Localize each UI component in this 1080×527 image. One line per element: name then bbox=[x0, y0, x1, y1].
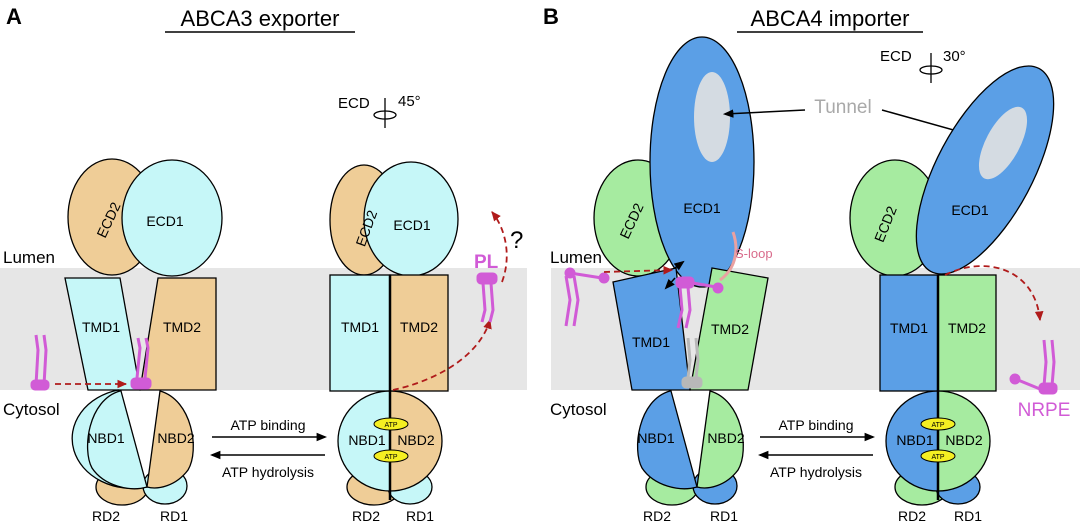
lipid-exported-a bbox=[476, 272, 498, 323]
lipid-grey-b bbox=[681, 337, 703, 389]
tunnel-cavity bbox=[978, 106, 1028, 180]
rd2-label: RD2 bbox=[643, 508, 671, 524]
panel-b-left-state: ECD2 ECD1 TMD1 TMD2 NBD1 NBD2 RD2 RD1 S-… bbox=[564, 36, 773, 524]
release-arrow-b bbox=[944, 265, 1044, 322]
lipid-bound-b bbox=[675, 276, 724, 329]
panel-b: B ABCA4 importer Lumen Cytosol ECD2 ECD1… bbox=[543, 4, 1080, 524]
panel-a-right-state: ECD2 ECD1 TMD1 TMD2 ATP ATP NBD1 NBD2 RD… bbox=[329, 161, 523, 524]
ecd1-label: ECD1 bbox=[393, 217, 431, 233]
tmd2-label: TMD2 bbox=[711, 321, 749, 337]
ecd1-label: ECD1 bbox=[146, 213, 184, 229]
atp-label: ATP bbox=[384, 454, 397, 461]
nbd2-label: NBD2 bbox=[945, 432, 983, 448]
panel-b-right-state: ECD2 ECD1 TMD1 TMD2 ATP ATP NBD1 NBD2 RD… bbox=[849, 65, 1071, 524]
atp-label: ATP bbox=[384, 422, 397, 429]
nbd1-label: NBD1 bbox=[87, 430, 125, 446]
atp-binding-label: ATP binding bbox=[231, 417, 306, 433]
nbd1-domain bbox=[636, 390, 698, 490]
entry-arrow-b bbox=[603, 265, 674, 275]
tmd1-label: TMD1 bbox=[82, 319, 120, 335]
ecd1-label: ECD1 bbox=[951, 202, 989, 218]
tmd2-label: TMD2 bbox=[400, 319, 438, 335]
nbd2-domain bbox=[146, 390, 194, 489]
lipid-released-b bbox=[1009, 339, 1058, 395]
rd2-label: RD2 bbox=[92, 508, 120, 524]
panel-a-title: ABCA3 exporter bbox=[181, 6, 340, 31]
sloop bbox=[719, 231, 738, 282]
tunnel-label: Tunnel bbox=[814, 97, 871, 118]
export-arrow-a bbox=[392, 318, 492, 391]
nrpe-label: NRPE bbox=[1018, 400, 1071, 421]
rd2-label: RD2 bbox=[898, 508, 926, 524]
tmd1-label: TMD1 bbox=[341, 319, 379, 335]
atp-molecule bbox=[920, 417, 956, 431]
nbd1-domain bbox=[885, 390, 939, 492]
sloop-label: S-loop bbox=[735, 246, 773, 261]
nbd1-fill bbox=[86, 390, 148, 490]
nbd2-label: NBD2 bbox=[397, 432, 435, 448]
lipid-luminal-b bbox=[564, 267, 610, 327]
panel-a: A ABCA3 exporter Lumen Cytosol ECD2 ECD1… bbox=[0, 4, 527, 524]
ecd1-domain bbox=[121, 159, 223, 277]
nbd2-label: NBD2 bbox=[707, 430, 745, 446]
lipid-bound-a bbox=[130, 337, 152, 390]
panel-a-lumen-label: Lumen bbox=[3, 248, 55, 267]
tunnel-cavity bbox=[694, 72, 730, 162]
nbd1-domain bbox=[337, 390, 391, 492]
panel-b-title: ABCA4 importer bbox=[751, 6, 910, 31]
tmd2-label: TMD2 bbox=[948, 320, 986, 336]
lipid-cytosolic-a bbox=[30, 334, 50, 391]
gate-arrows bbox=[664, 260, 685, 290]
tmd1-label: TMD1 bbox=[632, 334, 670, 350]
release-question-mark: ? bbox=[510, 227, 523, 254]
tmd1-label: TMD1 bbox=[890, 320, 928, 336]
nbd1-label: NBD1 bbox=[896, 432, 934, 448]
panel-a-transition: ATP binding ATP hydrolysis bbox=[209, 417, 328, 480]
atp-hydrolysis-label: ATP hydrolysis bbox=[222, 464, 314, 480]
atp-label: ATP bbox=[931, 422, 944, 429]
atp-hydrolysis-label: ATP hydrolysis bbox=[770, 464, 862, 480]
rd1-label: RD1 bbox=[406, 508, 434, 524]
panel-b-letter: B bbox=[543, 4, 559, 29]
atp-label: ATP bbox=[931, 454, 944, 461]
atp-binding-label: ATP binding bbox=[779, 417, 854, 433]
panel-b-cytosol-label: Cytosol bbox=[550, 400, 607, 419]
tmd2-domain bbox=[389, 274, 449, 392]
nbd2-domain bbox=[696, 390, 744, 489]
rd1-label: RD1 bbox=[160, 508, 188, 524]
tmd2-label: TMD2 bbox=[163, 319, 201, 335]
rotation-ecd-label: ECD bbox=[338, 95, 370, 112]
tunnel-pointer-left bbox=[722, 109, 806, 118]
tmd1-domain bbox=[879, 274, 939, 392]
rotation-indicator-a: ECD 45° bbox=[338, 93, 421, 128]
nbd1-label: NBD1 bbox=[348, 432, 386, 448]
nbd2-domain bbox=[389, 390, 443, 492]
nbd2-domain bbox=[937, 390, 991, 492]
ecd1-label: ECD1 bbox=[683, 200, 721, 216]
atp-molecule bbox=[373, 449, 409, 463]
tmd2-domain bbox=[937, 274, 997, 392]
atp-molecule bbox=[373, 417, 409, 431]
pl-label: PL bbox=[474, 252, 499, 273]
rotation-angle-label: 45° bbox=[398, 93, 421, 110]
panel-a-left-state: ECD2 ECD1 TMD1 TMD2 NBD1 NBD2 RD2 RD1 bbox=[30, 158, 223, 524]
panel-b-transition: ATP binding ATP hydrolysis bbox=[757, 417, 876, 480]
rotation-ecd-label: ECD bbox=[880, 48, 912, 65]
nbd1-label: NBD1 bbox=[637, 430, 675, 446]
tmd2-domain bbox=[139, 277, 217, 391]
panel-a-letter: A bbox=[6, 4, 22, 29]
panel-b-lumen-label: Lumen bbox=[550, 248, 602, 267]
rd2-label: RD2 bbox=[352, 508, 380, 524]
panel-a-cytosol-label: Cytosol bbox=[3, 400, 60, 419]
atp-molecule bbox=[920, 449, 956, 463]
rd1-label: RD1 bbox=[954, 508, 982, 524]
rotation-angle-label: 30° bbox=[943, 48, 966, 65]
rd1-label: RD1 bbox=[710, 508, 738, 524]
rotation-indicator-b: ECD 30° bbox=[880, 48, 966, 83]
nbd2-label: NBD2 bbox=[157, 430, 195, 446]
